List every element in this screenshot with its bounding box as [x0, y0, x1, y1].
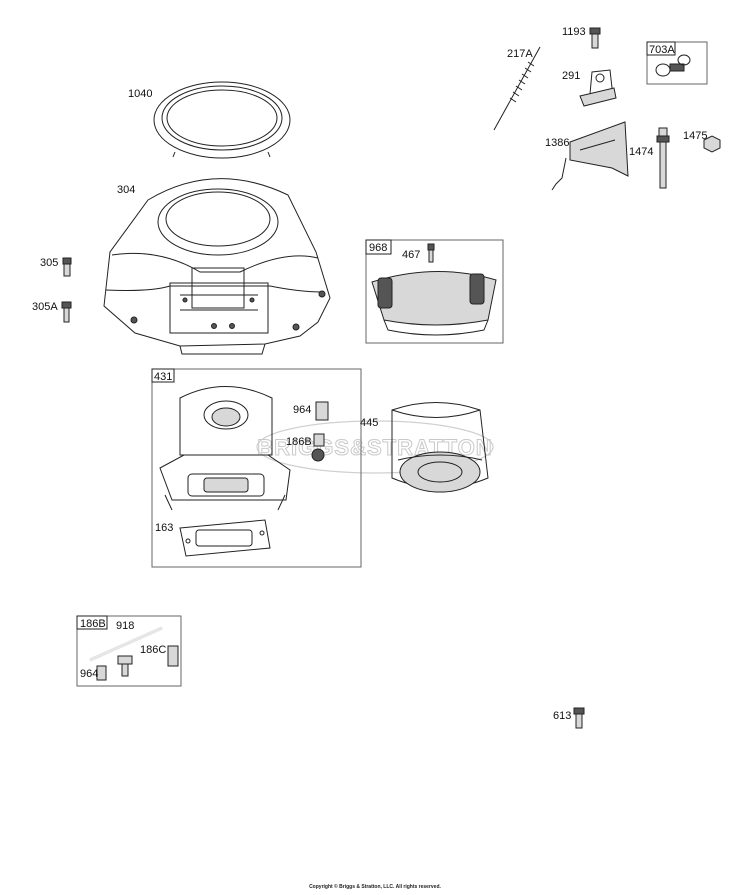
part-1474-stud — [656, 127, 670, 189]
label-613: 613 — [553, 710, 571, 722]
label-217A: 217A — [507, 48, 533, 60]
part-186B-group — [76, 615, 182, 687]
label-964-lower: 964 — [80, 668, 98, 680]
label-445: 445 — [360, 417, 378, 429]
label-305: 305 — [40, 257, 58, 269]
label-703A: 703A — [649, 44, 675, 56]
label-918: 918 — [116, 620, 134, 632]
part-445-cover — [391, 402, 489, 493]
label-186C: 186C — [140, 644, 166, 656]
label-186B-upper: 186B — [286, 436, 312, 448]
part-217A-rod — [493, 46, 541, 131]
label-186B-lower: 186B — [80, 618, 106, 630]
label-305A: 305A — [32, 301, 58, 313]
label-964-upper: 964 — [293, 404, 311, 416]
part-304-blower-housing — [103, 178, 331, 355]
label-304: 304 — [117, 184, 135, 196]
part-431-group — [151, 368, 362, 568]
part-1040-ring — [153, 81, 291, 159]
part-305A-screw — [61, 301, 72, 323]
label-431: 431 — [154, 371, 172, 383]
label-291: 291 — [562, 70, 580, 82]
part-1475-nut — [703, 135, 721, 153]
part-1386-bracket — [551, 121, 629, 191]
label-163: 163 — [155, 522, 173, 534]
part-703A-group — [646, 41, 708, 85]
label-1386: 1386 — [545, 137, 569, 149]
label-1193: 1193 — [562, 26, 586, 38]
label-968: 968 — [369, 242, 387, 254]
label-1474: 1474 — [629, 146, 653, 158]
copyright-notice: Copyright © Briggs & Stratton, LLC. All … — [309, 884, 441, 890]
label-467: 467 — [402, 249, 420, 261]
label-1040: 1040 — [128, 88, 152, 100]
part-305-screw — [62, 257, 72, 277]
label-1475: 1475 — [683, 130, 707, 142]
part-613-screw — [573, 707, 585, 729]
part-1193-screw — [589, 27, 601, 49]
part-968-group — [365, 239, 504, 344]
part-291-bracket — [579, 69, 617, 107]
